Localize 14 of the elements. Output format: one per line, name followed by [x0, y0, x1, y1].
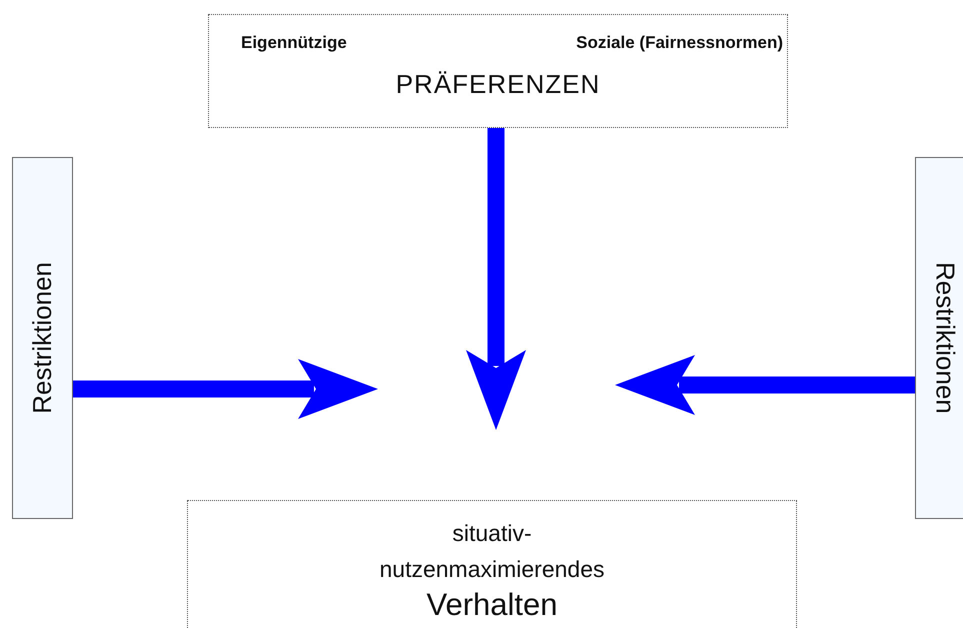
text-box — [208, 14, 788, 128]
box-heading: Verhalten — [426, 587, 558, 623]
arrow — [466, 128, 526, 430]
arrow — [73, 359, 378, 419]
restriction-box — [12, 157, 73, 519]
box-label: Restriktionen — [930, 262, 960, 414]
preference-label: Eigennützige — [241, 33, 347, 53]
restriction-box — [915, 157, 963, 519]
preference-label: Soziale (Fairnessnormen) — [576, 33, 783, 53]
text-box — [187, 500, 797, 628]
box-heading: PRÄFERENZEN — [396, 69, 600, 100]
box-label: situativ- nutzenmaximierendes — [378, 519, 606, 584]
box-label: Restriktionen — [27, 262, 58, 414]
arrow — [615, 355, 915, 415]
